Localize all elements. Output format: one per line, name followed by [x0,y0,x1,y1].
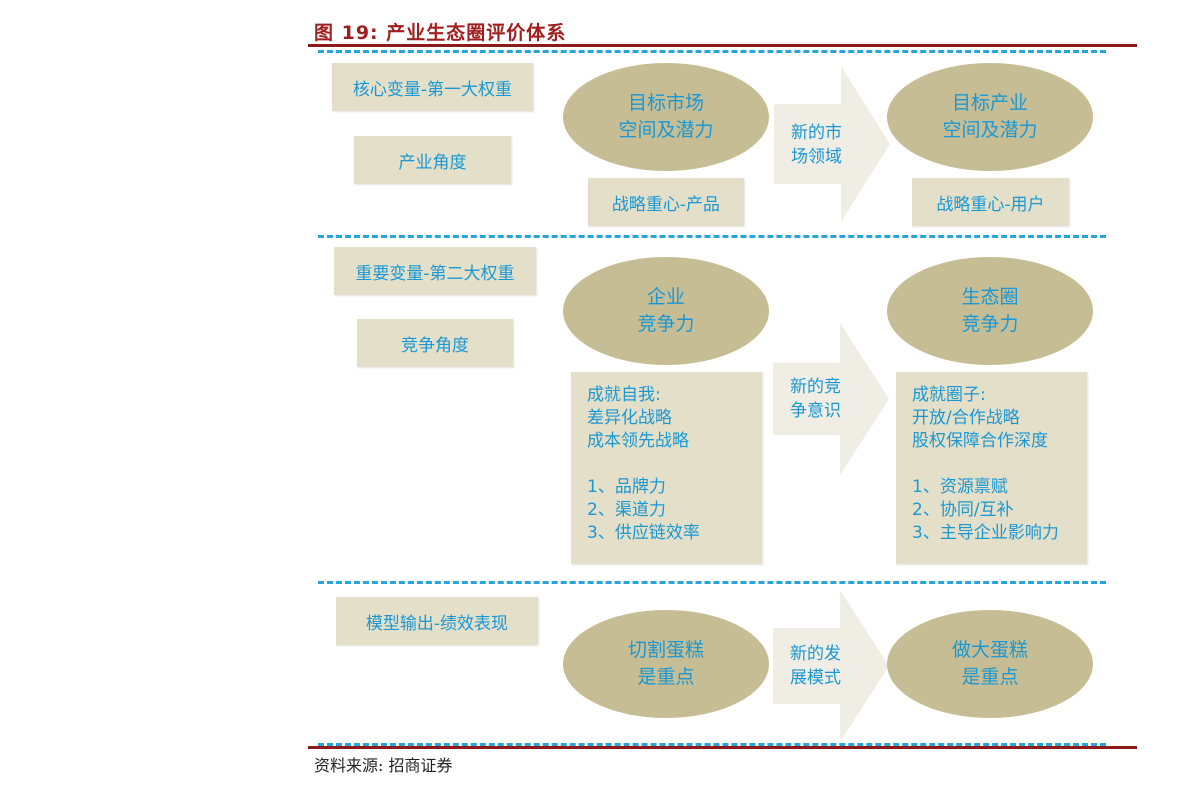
arrow-line: 争意识 [790,401,841,421]
source-note: 资料来源: 招商证券 [314,756,453,775]
detail-line: 股权保障合作深度 [912,431,1048,451]
arrow-line: 场领域 [791,147,842,167]
figure-title: 图 19: 产业生态圈评价体系 [314,22,567,44]
arrow-line: 新的市 [791,123,842,143]
section2-right-detail: 成就圈子: 开放/合作战略 股权保障合作深度 1、资源禀赋 2、协同/互补 3、… [896,372,1087,564]
detail-item: 1、品牌力 [587,477,666,497]
ellipse-line: 是重点 [637,666,695,688]
ellipse-line: 目标市场 [627,92,704,114]
ellipse-line: 生态圈 [961,286,1019,308]
section3-label: 模型输出-绩效表现 [336,597,538,645]
detail-item: 2、渠道力 [587,500,666,520]
section3-arrow-shape [773,590,889,742]
ellipse-line: 竞争力 [961,313,1019,335]
detail-heading: 成就圈子: [912,385,986,405]
section1-angle: 产业角度 [354,136,511,184]
section-divider-1 [318,50,1106,53]
section-divider-2 [318,235,1106,238]
section3-left-ellipse: 切割蛋糕 是重点 [563,610,769,718]
section3-right-ellipse: 做大蛋糕 是重点 [887,610,1093,718]
arrow-line: 新的发 [790,644,841,664]
section1-left-box: 战略重心-产品 [588,178,744,226]
section-divider-4 [318,743,1106,746]
section1-right-box: 战略重心-用户 [912,178,1069,226]
detail-item: 1、资源禀赋 [912,477,1008,497]
section1-left-ellipse: 目标市场 空间及潜力 [563,63,769,171]
section2-arrow-shape [773,323,889,475]
section2-arrow-label: 新的竞 争意识 [790,375,841,423]
detail-line: 差异化战略 [587,408,672,428]
section1-label: 核心变量-第一大权重 [332,63,533,111]
detail-line: 成本领先战略 [587,431,689,451]
section2-left-ellipse: 企业 竞争力 [563,257,769,365]
arrow-line: 展模式 [790,668,841,688]
ellipse-line: 做大蛋糕 [951,639,1028,661]
ellipse-line: 竞争力 [637,313,695,335]
detail-item: 3、供应链效率 [587,523,700,543]
detail-heading: 成就自我: [587,385,661,405]
bottom-rule [308,746,1137,749]
ellipse-line: 是重点 [961,666,1019,688]
top-rule [308,44,1137,47]
section3-arrow-label: 新的发 展模式 [790,642,841,690]
section1-arrow-shape [774,66,890,222]
arrow-line: 新的竞 [790,377,841,397]
ellipse-line: 空间及潜力 [618,119,714,141]
ellipse-line: 企业 [646,286,685,308]
detail-item: 2、协同/互补 [912,500,1014,520]
detail-item: 3、主导企业影响力 [912,523,1059,543]
section2-left-detail: 成就自我: 差异化战略 成本领先战略 1、品牌力 2、渠道力 3、供应链效率 [571,372,762,564]
detail-line: 开放/合作战略 [912,408,1020,428]
section1-right-ellipse: 目标产业 空间及潜力 [887,63,1093,171]
section1-arrow-label: 新的市 场领域 [791,121,842,169]
ellipse-line: 切割蛋糕 [627,639,704,661]
section2-right-ellipse: 生态圈 竞争力 [887,257,1093,365]
ellipse-line: 目标产业 [951,92,1028,114]
section-divider-3 [318,581,1106,584]
section2-label: 重要变量-第二大权重 [334,247,536,295]
section2-angle: 竞争角度 [357,319,513,367]
ellipse-line: 空间及潜力 [942,119,1038,141]
